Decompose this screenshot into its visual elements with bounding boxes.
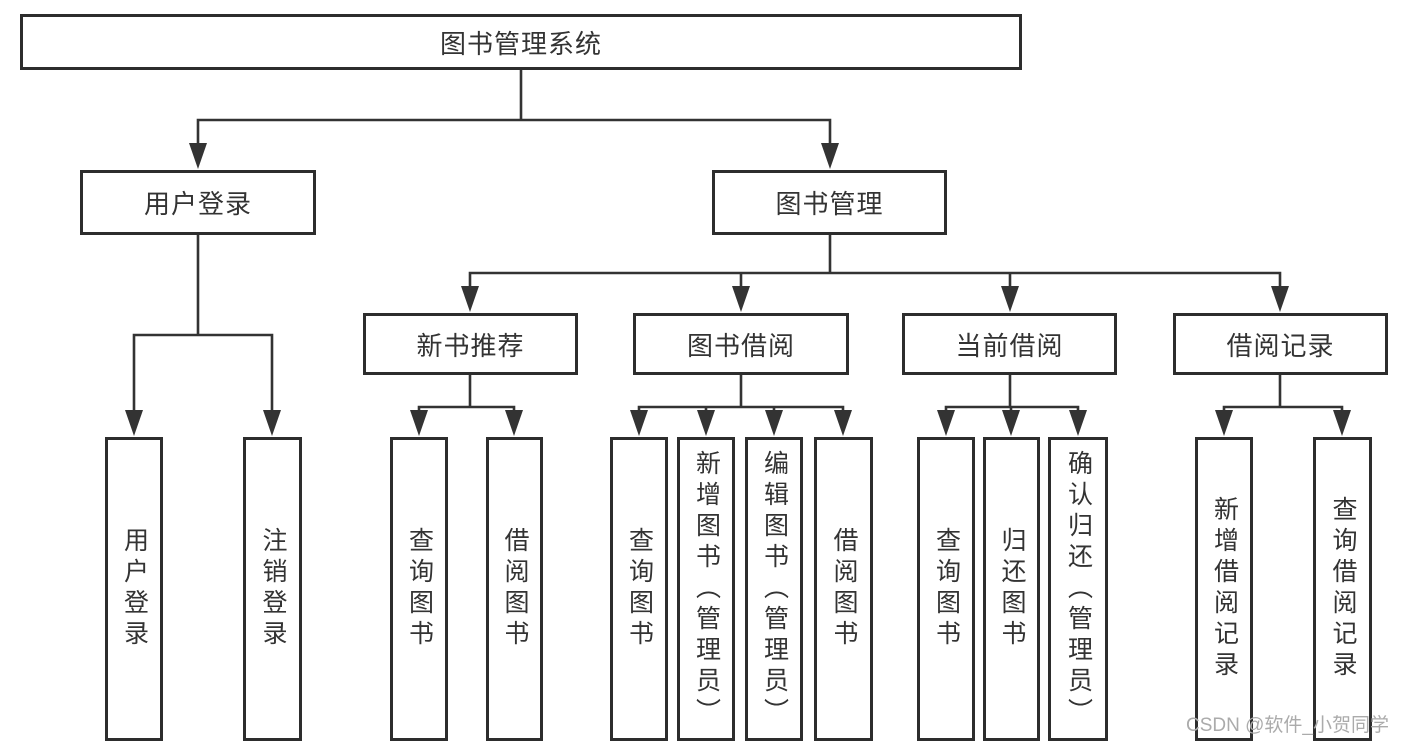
leaf-logout-label: 注销登录	[259, 527, 287, 651]
leaf-add-borrow-record-label: 新增借阅记录	[1210, 496, 1239, 682]
leaf-return-books: 归还图书	[983, 437, 1040, 741]
node-root: 图书管理系统	[20, 14, 1022, 70]
leaf-logout: 注销登录	[243, 437, 302, 741]
leaf-query-books-current-label: 查询图书	[932, 527, 961, 651]
leaf-query-books-recommend: 查询图书	[390, 437, 448, 741]
leaf-query-books-recommend-label: 查询图书	[405, 527, 434, 651]
node-borrow-records: 借阅记录	[1173, 313, 1388, 375]
leaf-user-login: 用户登录	[105, 437, 163, 741]
node-user-login-branch: 用户登录	[80, 170, 316, 235]
node-book-borrow-label: 图书借阅	[686, 330, 795, 361]
leaf-add-books-admin-label: 新增图书（管理员）	[692, 449, 721, 729]
leaf-borrow-books-recommend-label: 借阅图书	[501, 527, 529, 651]
node-book-borrow: 图书借阅	[633, 313, 849, 375]
node-borrow-records-label: 借阅记录	[1226, 330, 1335, 361]
leaf-borrow-books-borrow-label: 借阅图书	[830, 527, 858, 651]
leaf-query-books-borrow-label: 查询图书	[625, 527, 654, 651]
leaf-borrow-books-recommend: 借阅图书	[486, 437, 543, 741]
leaf-query-borrow-record-label: 查询借阅记录	[1329, 496, 1357, 682]
node-root-label: 图书管理系统	[439, 28, 602, 59]
leaf-return-books-label: 归还图书	[998, 527, 1026, 651]
node-user-login-branch-label: 用户登录	[143, 189, 252, 219]
leaf-add-books-admin: 新增图书（管理员）	[677, 437, 735, 741]
leaf-user-login-label: 用户登录	[120, 527, 149, 651]
node-book-management-label: 图书管理	[775, 189, 884, 219]
leaf-confirm-return-admin: 确认归还（管理员）	[1048, 437, 1108, 741]
leaf-query-books-borrow: 查询图书	[610, 437, 668, 741]
leaf-edit-books-admin: 编辑图书（管理员）	[745, 437, 803, 741]
leaf-confirm-return-admin-label: 确认归还（管理员）	[1064, 449, 1093, 729]
node-current-borrow-label: 当前借阅	[955, 330, 1064, 361]
leaf-query-borrow-record: 查询借阅记录	[1313, 437, 1372, 741]
node-new-book-recommend-label: 新书推荐	[416, 330, 525, 361]
leaf-edit-books-admin-label: 编辑图书（管理员）	[760, 449, 789, 729]
node-book-management: 图书管理	[712, 170, 947, 235]
node-new-book-recommend: 新书推荐	[363, 313, 578, 375]
leaf-query-books-current: 查询图书	[917, 437, 975, 741]
leaf-borrow-books-borrow: 借阅图书	[814, 437, 873, 741]
leaf-add-borrow-record: 新增借阅记录	[1195, 437, 1253, 741]
node-current-borrow: 当前借阅	[902, 313, 1117, 375]
